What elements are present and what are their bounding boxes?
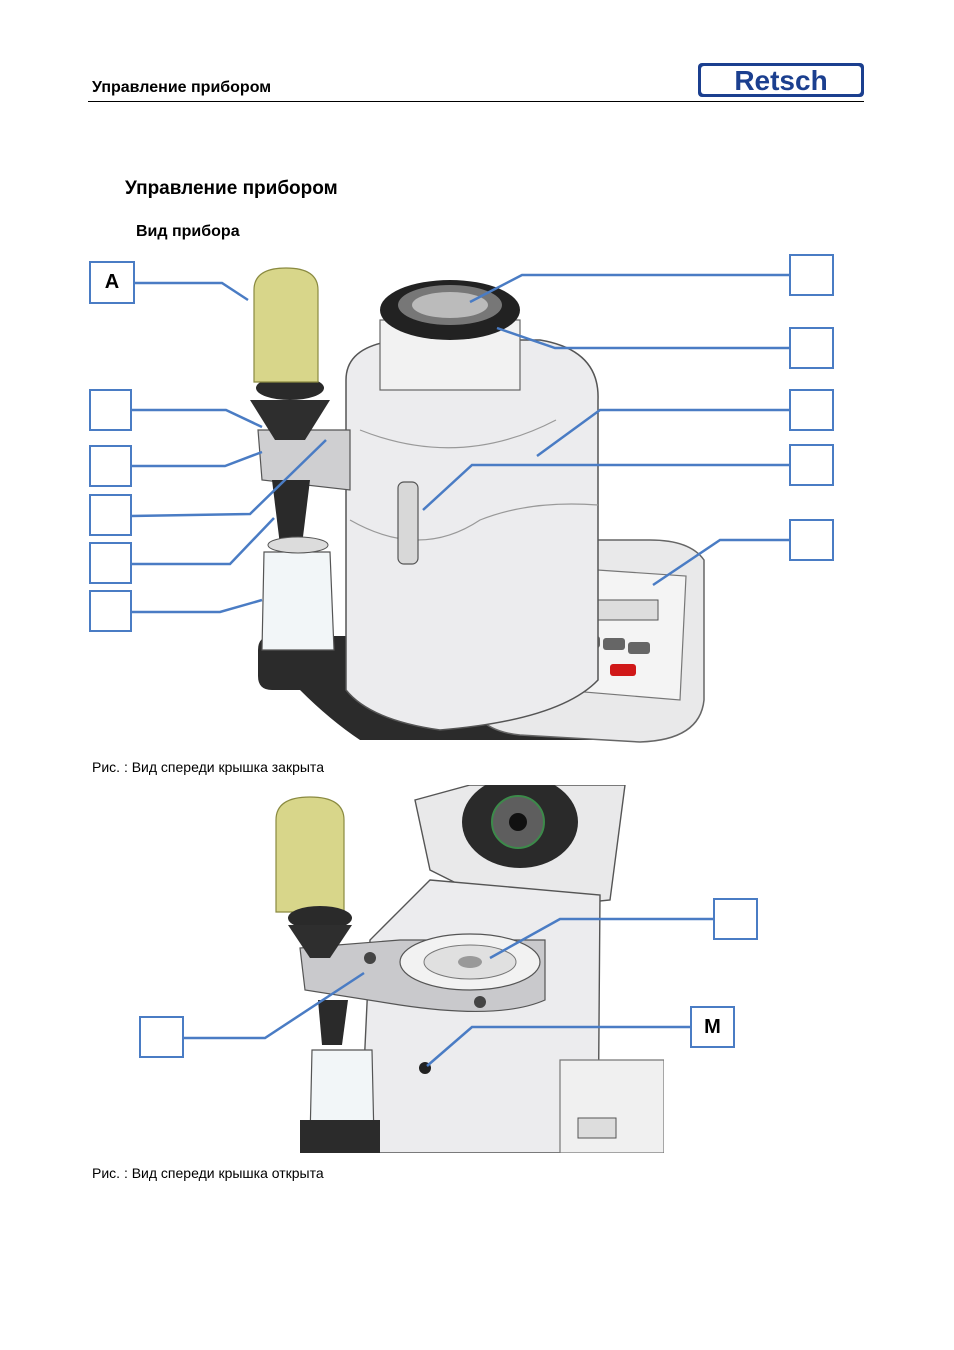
callout-m: M bbox=[690, 1006, 735, 1048]
callout-box bbox=[89, 389, 132, 431]
callout-a: A bbox=[89, 261, 135, 304]
callout-box bbox=[789, 254, 834, 296]
callout-box bbox=[89, 542, 132, 584]
retsch-logo: Retsch bbox=[698, 63, 864, 97]
figure1-caption: Рис. : Вид спереди крышка закрыта bbox=[92, 759, 324, 775]
callout-box bbox=[89, 494, 132, 536]
svg-text:Retsch: Retsch bbox=[734, 65, 827, 96]
callout-box bbox=[89, 445, 132, 487]
section-subtitle: Вид прибора bbox=[136, 223, 240, 240]
callout-box bbox=[789, 389, 834, 431]
callout-box bbox=[713, 898, 758, 940]
callout-box bbox=[789, 444, 834, 486]
header-rule bbox=[88, 101, 864, 102]
callout-box bbox=[139, 1016, 184, 1058]
callout-box bbox=[789, 519, 834, 561]
callout-box bbox=[89, 590, 132, 632]
callout-box bbox=[789, 327, 834, 369]
figure2-caption: Рис. : Вид спереди крышка открыта bbox=[92, 1165, 324, 1181]
section-title: Управление прибором bbox=[125, 178, 338, 199]
running-header: Управление прибором bbox=[92, 79, 272, 96]
